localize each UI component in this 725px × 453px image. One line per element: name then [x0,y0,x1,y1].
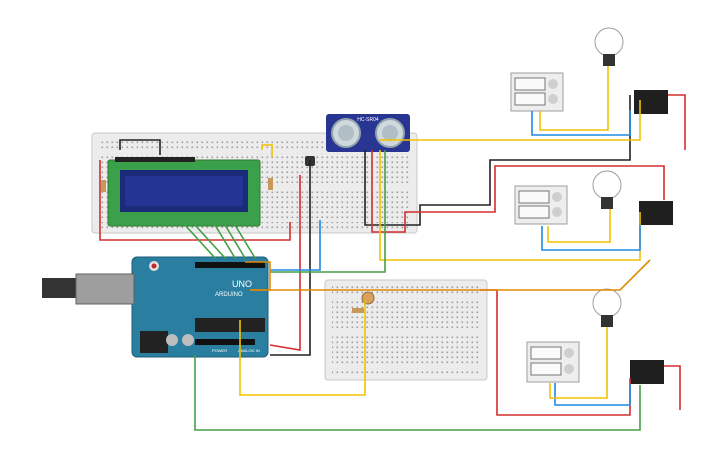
resistor-3 [352,308,364,313]
arduino-board[interactable]: ARDUINO UNO POWER ANALOG IN [42,256,269,358]
relay-2 [639,201,673,225]
breadboard-bottom[interactable] [324,279,488,381]
resistor-2 [268,178,273,190]
wires [99,66,686,431]
bulb-3 [592,288,622,327]
power-supply-3[interactable] [526,341,580,383]
arduino-analog-label: ANALOG IN [238,348,260,353]
ultrasonic-sensor: HC-SR04 [326,114,410,152]
arduino-brand: ARDUINO [215,292,243,298]
power-supply-2[interactable] [514,185,568,225]
sensor-label: HC-SR04 [357,117,379,123]
relay-3 [630,360,664,384]
arduino-model: UNO [232,279,252,289]
relay-1 [634,90,668,114]
arduino-power-label: POWER [212,348,227,353]
bulb-1 [594,27,624,66]
ldr-sensor [361,291,375,305]
lcd-display [107,157,261,227]
resistor-1 [101,180,106,192]
power-supply-1[interactable] [510,72,564,112]
bulb-2 [592,170,622,209]
